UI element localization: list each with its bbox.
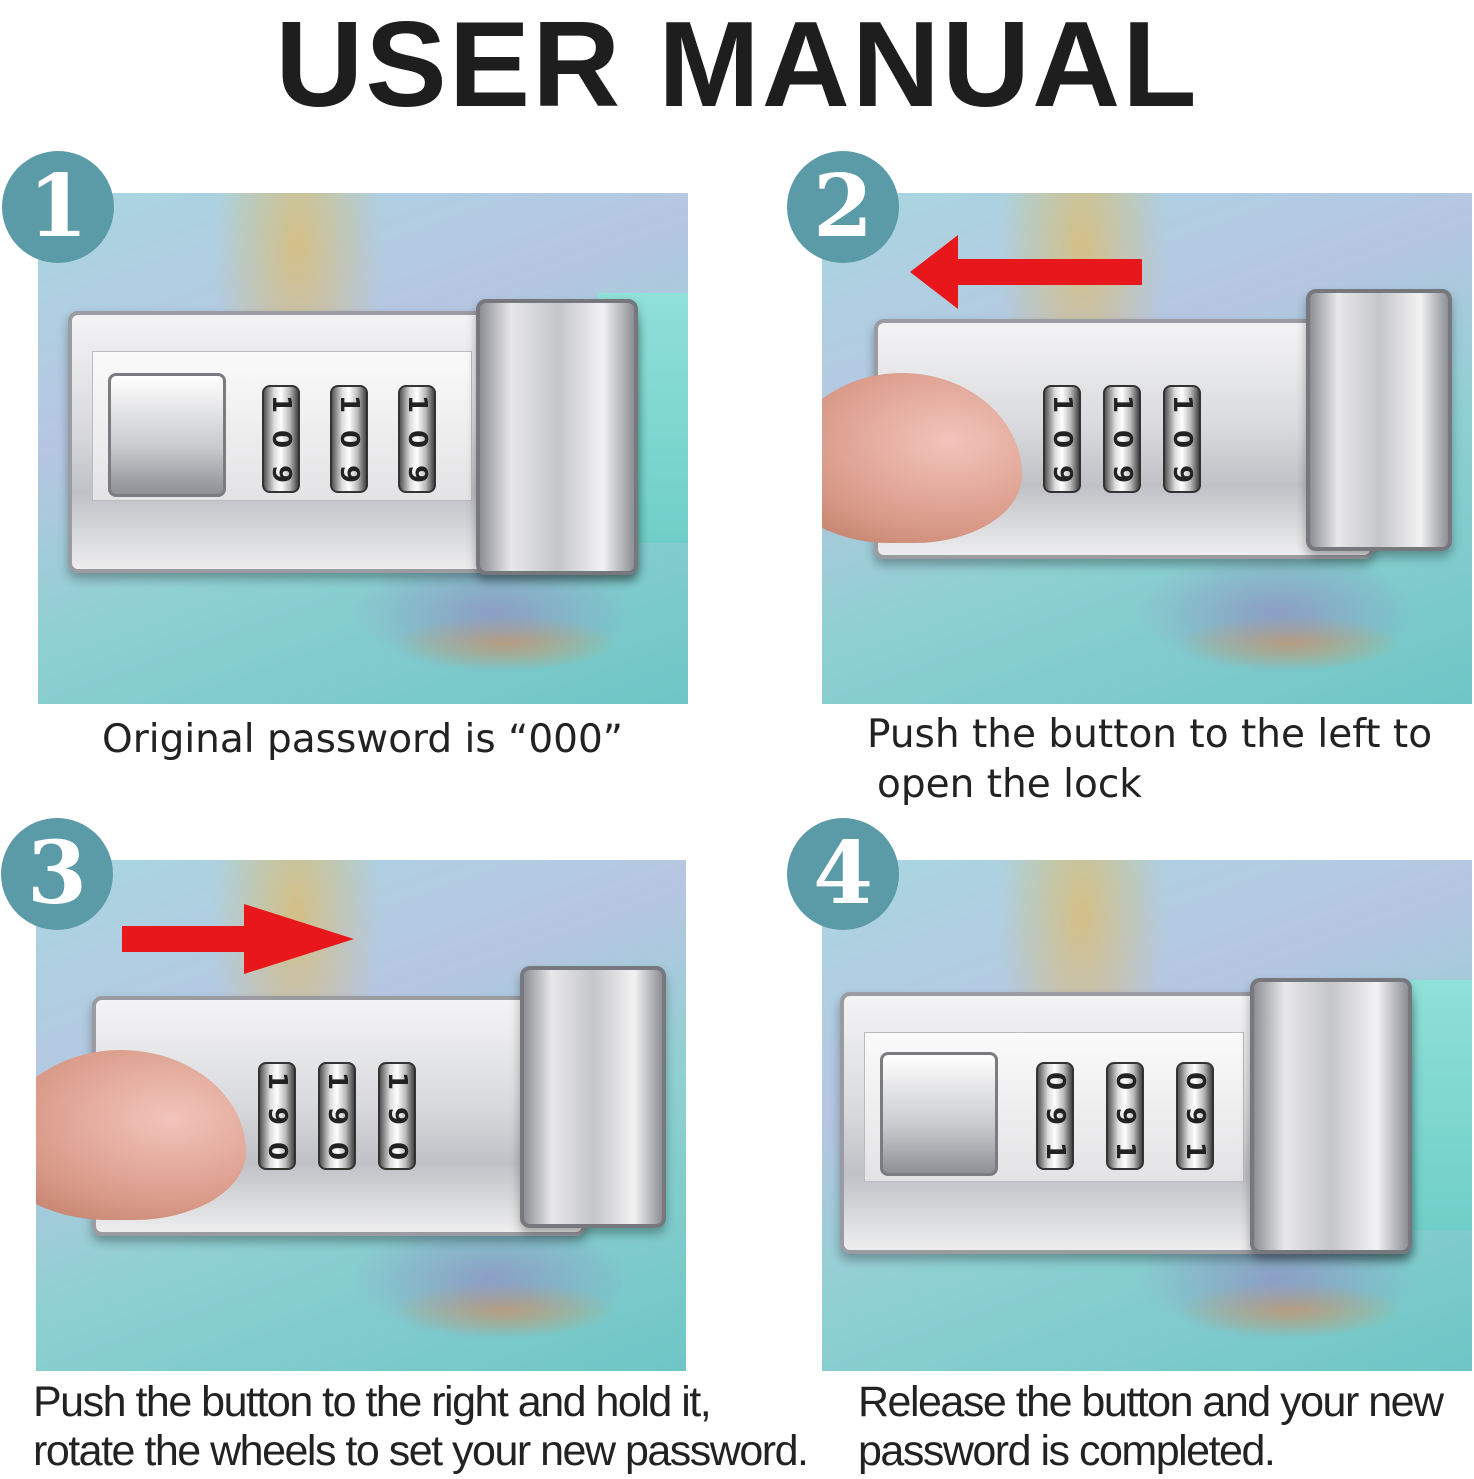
lock-button: [108, 373, 226, 497]
step-2-photo: 1 0 9 1 0 9 1 0 9: [822, 193, 1472, 704]
step-2-caption: Push the button to the left to open the l…: [867, 710, 1432, 810]
lock-latch: [1250, 978, 1412, 1254]
step-1-caption: Original password is “000”: [102, 715, 623, 765]
combination-wheel: 0 9 1: [1176, 1062, 1214, 1170]
combination-wheel: 1 9 0: [258, 1062, 296, 1170]
wheel-digit: 0: [1167, 429, 1197, 449]
lock-latch: [1306, 289, 1452, 551]
combination-wheel: 1 0 9: [330, 385, 368, 493]
step-4-badge: 4: [787, 818, 899, 930]
wheel-digit: 9: [1110, 1106, 1140, 1126]
wheel-digit: 0: [322, 1141, 352, 1160]
wheel-digit: 0: [1180, 1072, 1210, 1091]
lock-latch: [476, 299, 638, 575]
page-title: USER MANUAL: [275, 0, 1199, 132]
wheel-digit: 0: [1107, 429, 1137, 449]
caption-line: rotate the wheels to set your new passwo…: [33, 1427, 809, 1475]
wheel-digit: 0: [402, 429, 432, 449]
wheel-digit: 1: [382, 1072, 412, 1091]
combination-wheel: 1 0 9: [1103, 385, 1141, 493]
caption-line: open the lock: [877, 762, 1142, 807]
combination-wheel: 1 0 9: [1043, 385, 1081, 493]
wheel-digit: 9: [266, 464, 296, 483]
combination-wheel: 0 9 1: [1106, 1062, 1144, 1170]
wheel-digit: 9: [334, 464, 364, 483]
wheel-digit: 1: [1040, 1141, 1070, 1160]
caption-line: password is completed.: [858, 1427, 1276, 1475]
wheel-digit: 0: [382, 1141, 412, 1160]
combination-wheel: 1 9 0: [318, 1062, 356, 1170]
wheel-digit: 9: [1047, 464, 1077, 483]
wheel-digit: 9: [382, 1106, 412, 1126]
lock-button: [880, 1052, 998, 1176]
caption-line: Push the button to the left to: [867, 712, 1433, 757]
wheel-digit: 1: [334, 395, 364, 414]
step-3-badge: 3: [1, 818, 113, 930]
wheel-digit: 0: [1110, 1072, 1140, 1091]
wheel-digit: 0: [1047, 429, 1077, 449]
wheel-digit: 1: [262, 1072, 292, 1091]
caption-line: Release the button and your new: [858, 1378, 1444, 1426]
combination-wheel: 1 0 9: [262, 385, 300, 493]
wheel-digit: 9: [262, 1106, 292, 1126]
wheel-digit: 9: [322, 1106, 352, 1126]
step-1-badge: 1: [2, 151, 114, 263]
lock-plate: 0 9 1 0 9 1 0 9 1: [840, 992, 1412, 1254]
step-3-caption: Push the button to the right and hold it…: [33, 1378, 809, 1476]
wheel-digit: 9: [402, 464, 432, 483]
wheel-digit: 0: [334, 429, 364, 449]
combination-wheel: 1 9 0: [378, 1062, 416, 1170]
combination-wheel: 1 0 9: [1163, 385, 1201, 493]
step-3-photo: 1 9 0 1 9 0 1 9 0: [36, 860, 686, 1371]
combination-wheel: 0 9 1: [1036, 1062, 1074, 1170]
wheel-digit: 0: [266, 429, 296, 449]
wheel-digit: 9: [1040, 1106, 1070, 1126]
step-2-badge: 2: [787, 151, 899, 263]
combination-wheel: 1 0 9: [398, 385, 436, 493]
wheel-digit: 0: [262, 1141, 292, 1160]
wheel-digit: 9: [1107, 464, 1137, 483]
wheel-digit: 1: [1167, 395, 1197, 414]
wheel-digit: 1: [1180, 1141, 1210, 1160]
left-arrow-icon: [910, 235, 1142, 309]
lock-latch: [520, 966, 666, 1228]
wheel-digit: 9: [1167, 464, 1197, 483]
wheel-digit: 1: [402, 395, 432, 414]
wheel-digit: 1: [322, 1072, 352, 1091]
wheel-digit: 0: [1040, 1072, 1070, 1091]
wheel-digit: 1: [1047, 395, 1077, 414]
caption-line: Original password is “000”: [102, 717, 623, 762]
wheel-digit: 1: [1110, 1141, 1140, 1160]
wheel-digit: 9: [1180, 1106, 1210, 1126]
wheel-digit: 1: [1107, 395, 1137, 414]
step-1-photo: 1 0 9 1 0 9 1 0 9: [38, 193, 688, 704]
step-4-photo: 0 9 1 0 9 1 0 9 1: [822, 860, 1472, 1371]
wheel-digit: 1: [266, 395, 296, 414]
caption-line: Push the button to the right and hold it…: [33, 1378, 712, 1426]
right-arrow-icon: [122, 904, 354, 974]
